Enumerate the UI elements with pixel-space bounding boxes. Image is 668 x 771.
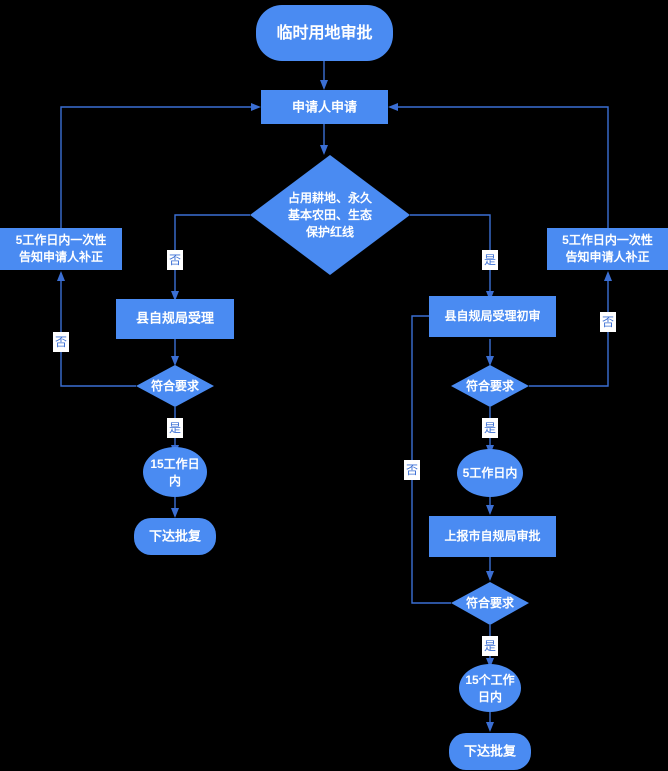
arrowhead-right-notify-to-apply [388,103,398,111]
edge-label-left-check-yes-bg [167,418,183,438]
arrowhead-left-accept-to-check [171,356,179,366]
edge-label-right-check1-no-bg [600,312,616,332]
edge-label-right-check1-yes-bg [482,418,498,438]
edge-left-check-no [60,280,136,387]
node-right-days1-shape[interactable] [457,449,523,497]
node-right-notify[interactable]: 5工作日内一次性 告知申请人补正 [547,228,668,270]
node-left-result[interactable]: 下达批复 [134,518,216,555]
edge-label-right-check1-yes: 是 [482,418,498,438]
arrowhead-left-check-no [57,271,65,281]
arrowhead-apply-to-decision [320,145,328,155]
edge-label-right-check2-yes: 是 [482,636,498,656]
node-right-days2-shape[interactable] [459,664,521,712]
edge-right-notify-to-apply [396,106,609,228]
node-right-report-shape[interactable] [429,516,556,557]
node-decision-main-shape[interactable] [250,155,410,275]
edge-label-left-check-no: 否 [53,332,69,352]
edge-label-right-check2-no: 否 [404,460,420,480]
node-left-days[interactable]: 15工作日 内 [143,447,207,497]
node-left-notify-shape[interactable] [0,228,122,270]
node-right-notify-shape[interactable] [547,228,668,270]
nodes-layer: 临时用地审批 申请人申请 占用耕地、永久 基本农田、生态 保护红线 5工作日内一… [0,5,668,770]
node-left-result-shape[interactable] [134,518,216,555]
node-left-check-shape[interactable] [136,365,214,407]
node-apply[interactable]: 申请人申请 [261,90,388,124]
node-apply-shape[interactable] [261,90,388,124]
arrowhead-report-to-check2 [486,571,494,581]
node-left-days-shape[interactable] [143,447,207,497]
arrowhead-left-days-to-result [171,508,179,518]
edge-label-left-check-yes: 是 [167,418,183,438]
node-left-notify[interactable]: 5工作日内一次性 告知申请人补正 [0,228,122,270]
node-title-shape[interactable] [256,5,393,61]
arrowhead-right-check2-yes [486,658,494,668]
edge-label-main-yes-bg [482,250,498,270]
edge-decision-no [174,214,250,293]
edge-label-main-no: 否 [167,250,183,270]
edge-labels-layer: 否 是 否 是 否 是 否 是 [53,250,616,656]
arrowhead-title-to-apply [320,80,328,90]
node-left-accept-shape[interactable] [116,299,234,339]
edge-decision-yes [410,214,491,293]
node-left-accept[interactable]: 县自规局受理 [116,299,234,339]
edge-label-right-check1-no: 否 [600,312,616,332]
arrowhead-right-accept-to-check1 [486,356,494,366]
node-title[interactable]: 临时用地审批 [256,5,393,61]
node-right-days2[interactable]: 15个工作 日内 [459,664,521,712]
edge-label-main-yes: 是 [482,250,498,270]
node-right-check2-shape[interactable] [451,582,529,625]
edge-label-right-check1-no-text: 否 [602,315,614,329]
edge-label-right-check2-yes-text: 是 [484,639,496,653]
edge-label-left-check-no-bg [53,332,69,352]
node-right-accept[interactable]: 县自规局受理初审 [429,296,556,337]
node-right-check1[interactable]: 符合要求 [451,365,529,407]
node-right-check2[interactable]: 符合要求 [451,582,529,625]
edge-label-main-no-text: 否 [169,253,181,267]
arrowhead-left-notify-to-apply [251,103,261,111]
edge-label-right-check1-yes-text: 是 [484,421,496,435]
edges-layer [57,61,612,732]
edge-label-right-check2-yes-bg [482,636,498,656]
arrowhead-right-days1-to-report [486,505,494,515]
node-right-accept-shape[interactable] [429,296,556,337]
node-right-report[interactable]: 上报市自规局审批 [429,516,556,557]
edge-label-right-check2-no-text: 否 [406,463,418,477]
arrowhead-right-check1-no [604,271,612,281]
edge-label-main-yes-text: 是 [484,253,496,267]
arrowhead-decision-no [171,291,179,301]
node-decision-main[interactable]: 占用耕地、永久 基本农田、生态 保护红线 [250,155,410,275]
edge-label-left-check-yes-text: 是 [169,421,181,435]
edge-label-right-check2-no-bg [404,460,420,480]
node-right-result[interactable]: 下达批复 [449,733,531,770]
node-left-check[interactable]: 符合要求 [136,365,214,407]
edge-label-main-no-bg [167,250,183,270]
edge-right-check2-no [411,315,451,604]
arrowhead-right-days2-to-result [486,722,494,732]
edge-left-notify-to-apply [60,106,253,228]
edge-label-left-check-no-text: 否 [55,335,67,349]
node-right-result-shape[interactable] [449,733,531,770]
node-right-check1-shape[interactable] [451,365,529,407]
node-right-days1[interactable]: 5工作日内 [457,449,523,497]
